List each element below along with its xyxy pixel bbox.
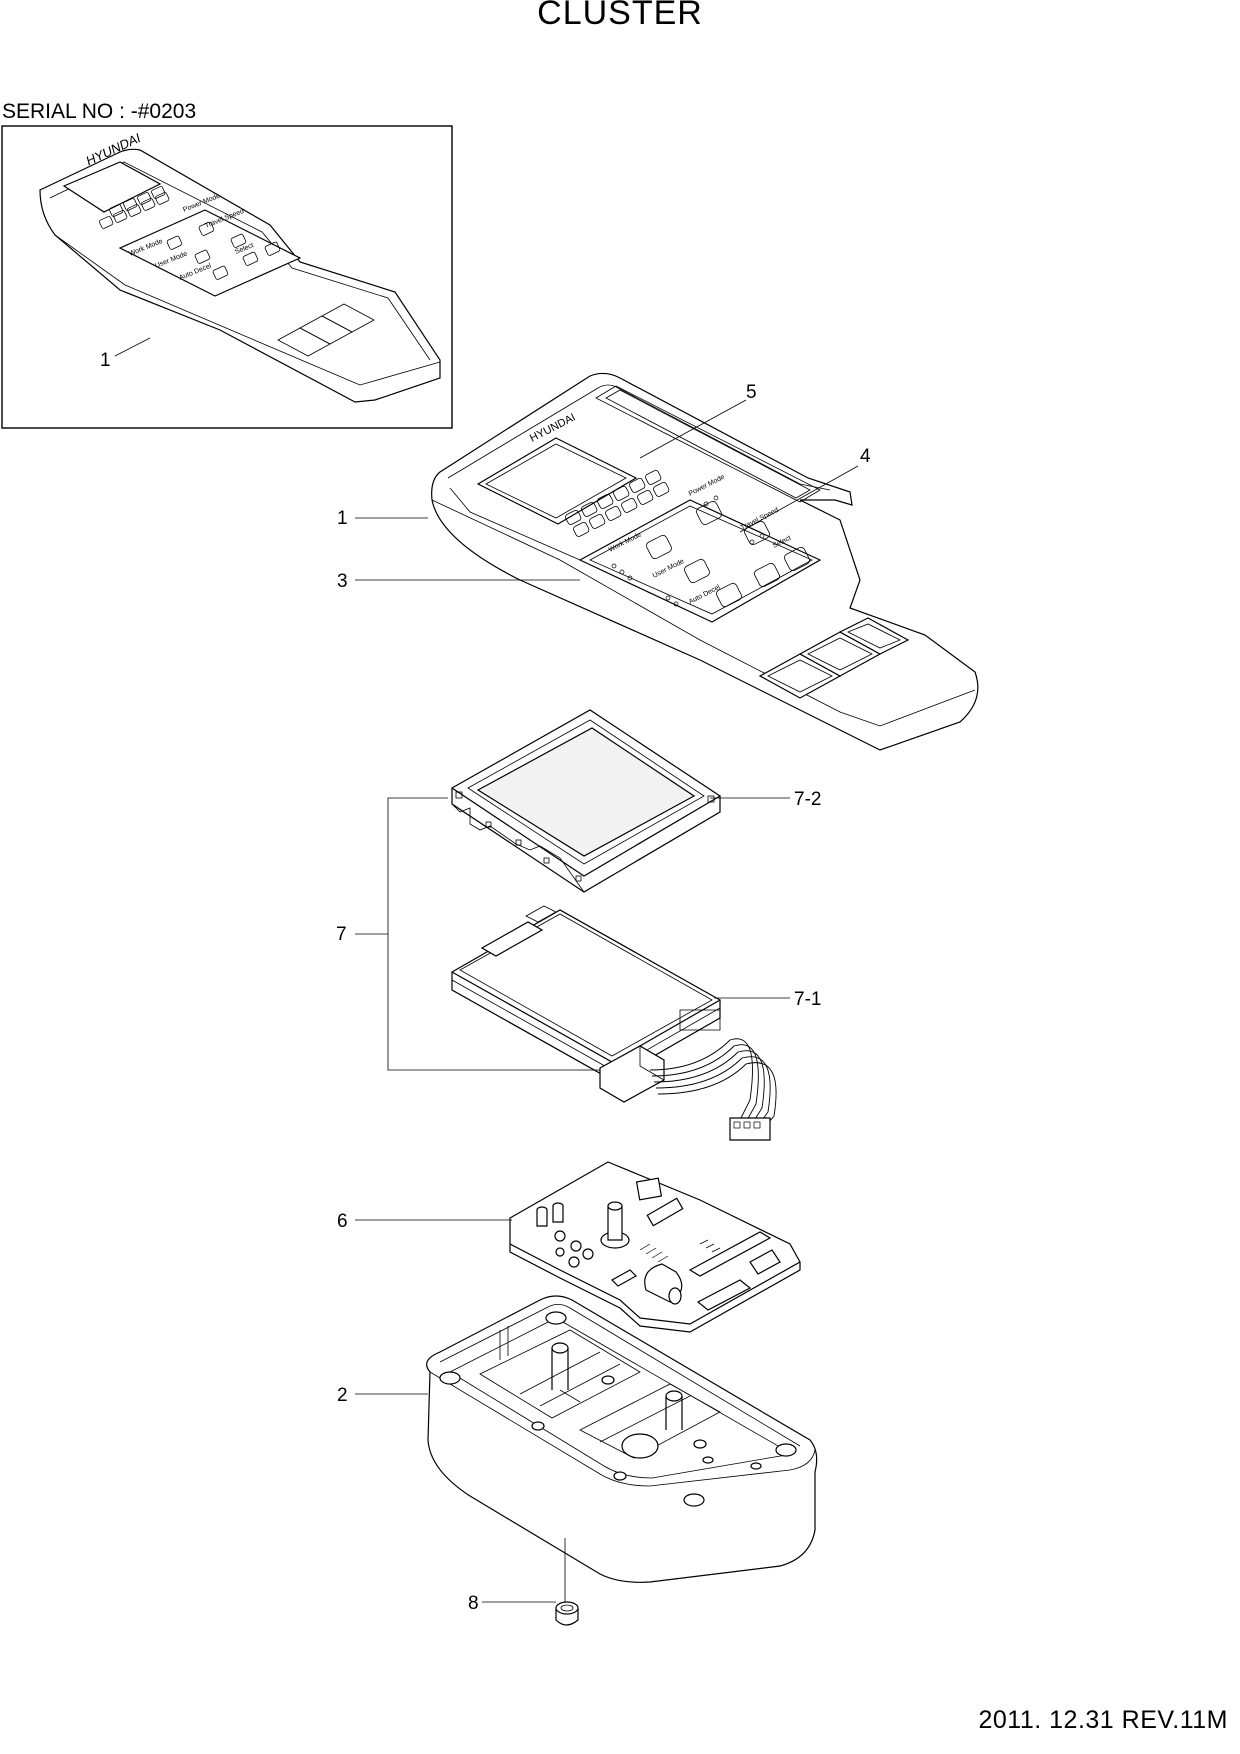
revision-footer: 2011. 12.31 REV.11M <box>978 1706 1228 1734</box>
callout-7-2: 7-2 <box>794 789 821 810</box>
cluster-housing-part-1: HYUNDAI Power Mode <box>431 372 979 751</box>
lcd-module-part-7-1 <box>450 905 777 1141</box>
page-title: CLUSTER <box>537 0 703 32</box>
callout-7-1: 7-1 <box>794 989 821 1010</box>
rubber-foot-part-8 <box>555 1601 579 1626</box>
main-switch-slots <box>758 617 910 699</box>
inset-button-panel <box>118 209 302 297</box>
callout-1: 1 <box>337 508 348 529</box>
pcb-ic-chip <box>688 1231 772 1277</box>
inset-callout-leader <box>114 337 151 357</box>
callout-5: 5 <box>746 382 757 403</box>
inset-keypad <box>99 186 170 229</box>
inset-switch-slots <box>277 303 375 357</box>
main-keypad <box>565 470 670 537</box>
callout-4: 4 <box>860 446 871 467</box>
callout-8: 8 <box>468 1593 479 1614</box>
inset-cluster-view: HYUNDAI Power Mode Travel Speed Work Mod… <box>1 125 453 429</box>
lower-case-part-2 <box>426 1295 818 1583</box>
lcd-cover-part-7-2 <box>450 709 722 893</box>
harness-plug <box>729 1117 771 1141</box>
callout-leaders <box>355 399 859 1603</box>
callout-7: 7 <box>336 924 347 945</box>
wire-harness <box>649 1038 777 1129</box>
case-center-boss <box>621 1433 659 1459</box>
button-membrane-part-3 <box>578 499 822 623</box>
inset-display <box>62 161 162 213</box>
callout-3: 3 <box>337 571 348 592</box>
callout-6: 6 <box>337 1211 348 1232</box>
inset-frame <box>1 125 453 429</box>
callout-2: 2 <box>337 1385 348 1406</box>
pcb-board-part-6 <box>509 1161 801 1333</box>
main-display <box>476 437 638 525</box>
serial-number: SERIAL NO : -#0203 <box>2 100 197 123</box>
lcd-screen <box>476 727 696 857</box>
inset-callout-1: 1 <box>100 350 111 371</box>
top-recess <box>595 385 821 503</box>
case-internal-ribs <box>479 1326 721 1459</box>
